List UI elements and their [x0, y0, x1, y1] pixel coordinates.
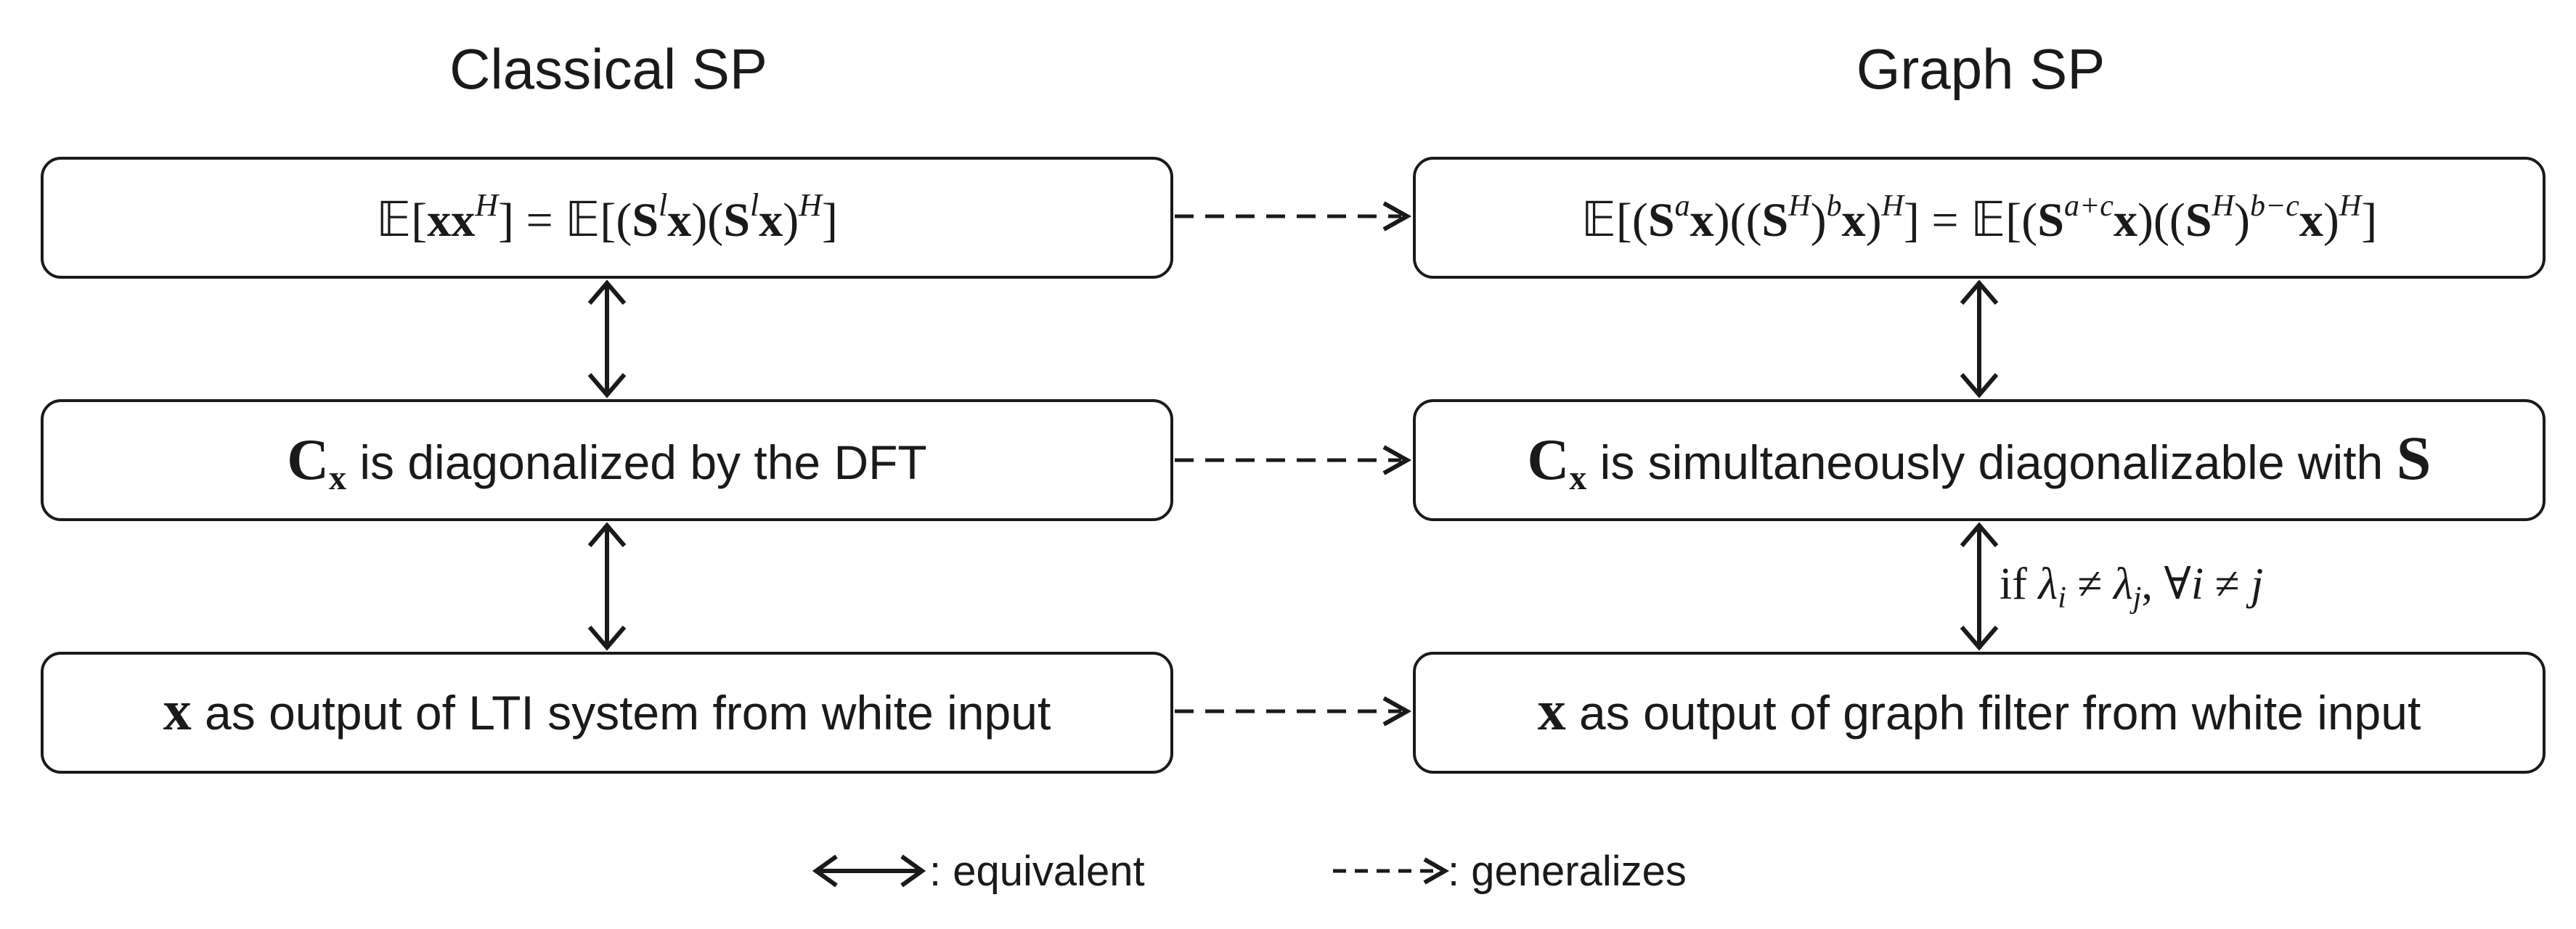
- generalizes-arrow-row1: [1175, 201, 1412, 232]
- math-graph-expectation: 𝔼[(Sax)((SH)bx)H] = 𝔼[(Sa+cx)((SH)b−cx)H…: [1581, 189, 2377, 247]
- heading-classical-sp: Classical SP: [449, 37, 767, 101]
- equivalent-arrow-left-top: [587, 279, 627, 398]
- box-classical-expectation: [41, 157, 1173, 279]
- condition-label: if λi ≠ λj, ∀i ≠ j: [2000, 560, 2263, 615]
- box-graph-expectation: [1413, 157, 2546, 279]
- generalizes-arrow-row3: [1175, 696, 1412, 727]
- box-graph-diagonalizable: [1413, 399, 2546, 521]
- legend-generalizes: : generalizes: [1333, 848, 1687, 895]
- equivalent-arrow-right-top: [1960, 279, 1999, 398]
- generalizes-arrow-row2: [1175, 445, 1412, 475]
- equivalent-arrow-right-bottom: [1960, 522, 1999, 651]
- math-classical-expectation: 𝔼[xxH] = 𝔼[(Slx)(Slx)H]: [376, 187, 838, 247]
- text-classical-dft: Cx is diagonalized by the DFT: [287, 428, 927, 497]
- box-graph-filter: [1413, 652, 2546, 774]
- legend-generalizes-arrow: [1333, 857, 1450, 885]
- box-classical-dft: [41, 399, 1173, 521]
- legend-equivalent-label: : equivalent: [929, 848, 1145, 895]
- text-classical-lti: x as output of LTI system from white inp…: [163, 679, 1051, 742]
- legend-equivalent: : equivalent: [812, 848, 1145, 895]
- legend-generalizes-label: : generalizes: [1448, 848, 1687, 895]
- text-graph-diagonalizable: Cx is simultaneously diagonalizable with…: [1528, 423, 2432, 497]
- equivalent-arrow-left-bottom: [587, 522, 627, 651]
- text-graph-filter: x as output of graph filter from white i…: [1538, 679, 2421, 742]
- box-classical-lti: [41, 652, 1173, 774]
- heading-graph-sp: Graph SP: [1856, 37, 2106, 101]
- legend-equivalent-arrow: [812, 854, 926, 888]
